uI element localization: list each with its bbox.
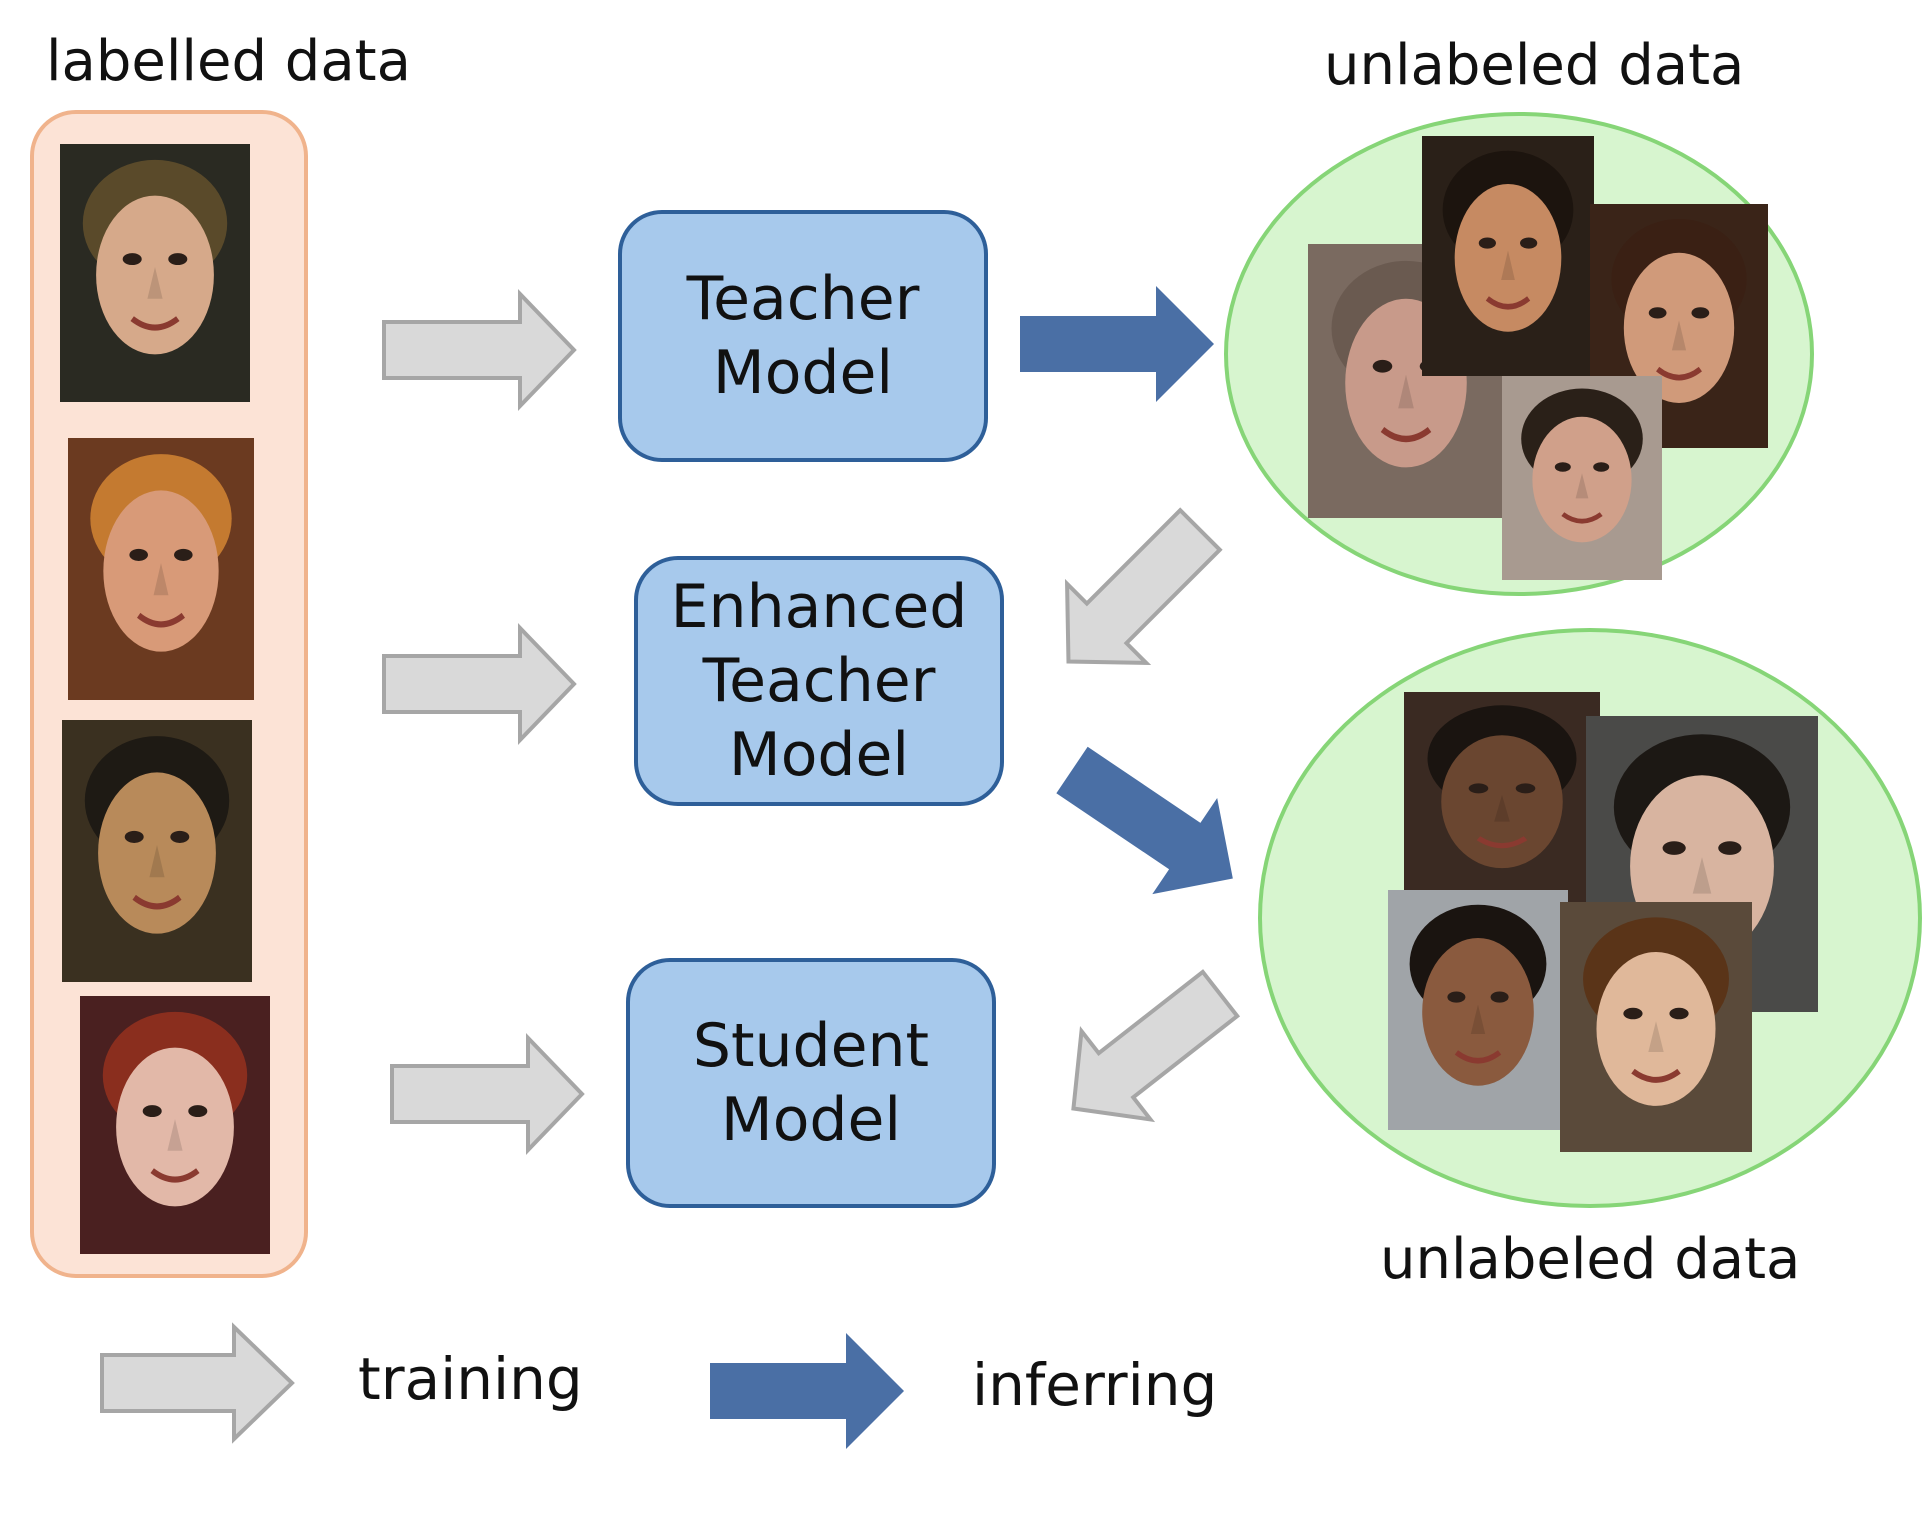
training-arrow-icon [382,289,577,411]
teacher-model-line-2: Model [712,338,894,408]
student-model-line-1: Student [692,1011,930,1081]
face-photo [80,996,270,1254]
enhanced-teacher-model-line-3: Model [728,720,910,790]
training-arrow-icon [390,1033,585,1155]
training-arrow-icon [1071,969,1241,1123]
enhanced-teacher-model-line-1: Enhanced [670,572,968,642]
legend-training-arrow-icon [100,1322,295,1444]
face-photo [1560,902,1752,1152]
face-photo [1502,376,1662,580]
student-model-box: Student Model [626,958,996,1208]
enhanced-teacher-model-box: Enhanced Teacher Model [634,556,1004,806]
face-photo [1404,692,1600,908]
legend-inferring-arrow-icon [710,1333,904,1449]
legend-training-label: training [358,1345,583,1413]
unlabeled-data-bottom-label: unlabeled data [1380,1227,1801,1292]
face-photo [60,144,250,402]
labelled-data-label: labelled data [46,29,411,94]
enhanced-teacher-model-line-2: Teacher [702,646,936,716]
teacher-model-box: Teacher Model [618,210,988,462]
face-photo [68,438,254,700]
training-arrow-icon [1064,507,1223,666]
face-photo [1388,890,1568,1130]
teacher-model-line-1: Teacher [686,264,920,334]
face-photo [62,720,252,982]
face-photo [1422,136,1594,376]
student-model-line-2: Model [720,1085,902,1155]
legend-inferring-label: inferring [972,1351,1218,1419]
unlabeled-data-top-label: unlabeled data [1324,33,1745,98]
inferring-arrow-icon [1020,286,1214,402]
inferring-arrow-icon [1056,746,1233,895]
training-arrow-icon [382,623,577,745]
